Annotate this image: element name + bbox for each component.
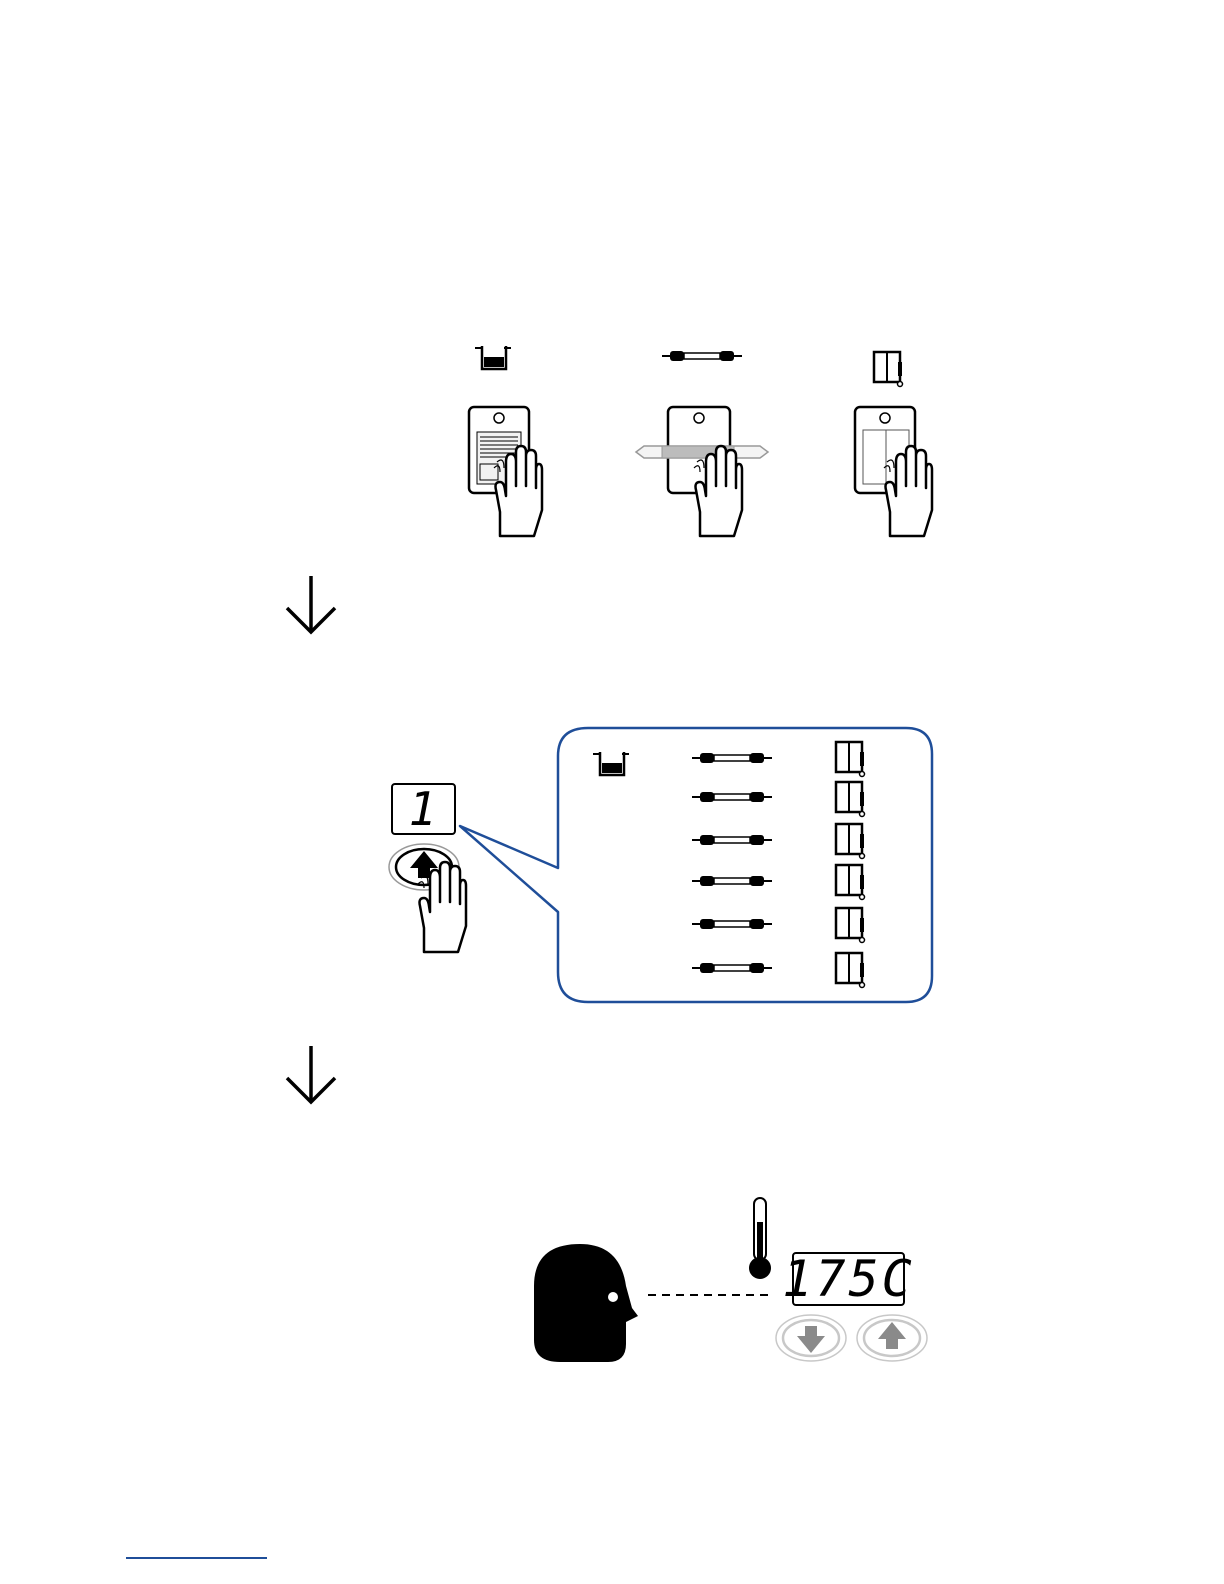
pan-icon <box>474 342 514 374</box>
hand-icon <box>692 446 742 540</box>
head-silhouette-icon <box>530 1240 642 1364</box>
griddle-icon <box>836 824 865 859</box>
hair-iron-icon <box>692 919 772 929</box>
callout-hair-iron-column <box>692 750 772 980</box>
hair-iron-icon <box>692 792 772 802</box>
griddle-icon <box>836 908 865 943</box>
griddle-icon <box>836 782 865 817</box>
down-arrow-button-icon[interactable] <box>774 1312 850 1364</box>
thermometer-icon <box>744 1196 776 1282</box>
callout-griddle-column <box>834 740 870 990</box>
griddle-icon <box>836 865 865 900</box>
hair-iron-icon <box>692 835 772 845</box>
hair-iron-icon <box>692 876 772 886</box>
griddle-icon <box>836 742 865 777</box>
griddle-icon <box>836 953 865 988</box>
footer-rule <box>126 1557 267 1559</box>
pan-icon <box>592 748 632 780</box>
griddle-icon <box>872 350 906 388</box>
hair-iron-icon <box>662 348 742 364</box>
hair-iron-icon <box>692 963 772 973</box>
dashed-link-line <box>648 1292 770 1298</box>
down-arrow-icon <box>284 1044 338 1106</box>
temperature-display: 175C <box>792 1252 905 1306</box>
up-arrow-button-icon[interactable] <box>855 1312 931 1364</box>
hair-iron-icon <box>692 753 772 763</box>
down-arrow-icon <box>284 574 338 636</box>
step-number-display: 1 <box>391 783 456 835</box>
hand-icon <box>492 446 542 540</box>
hand-icon <box>882 446 932 540</box>
